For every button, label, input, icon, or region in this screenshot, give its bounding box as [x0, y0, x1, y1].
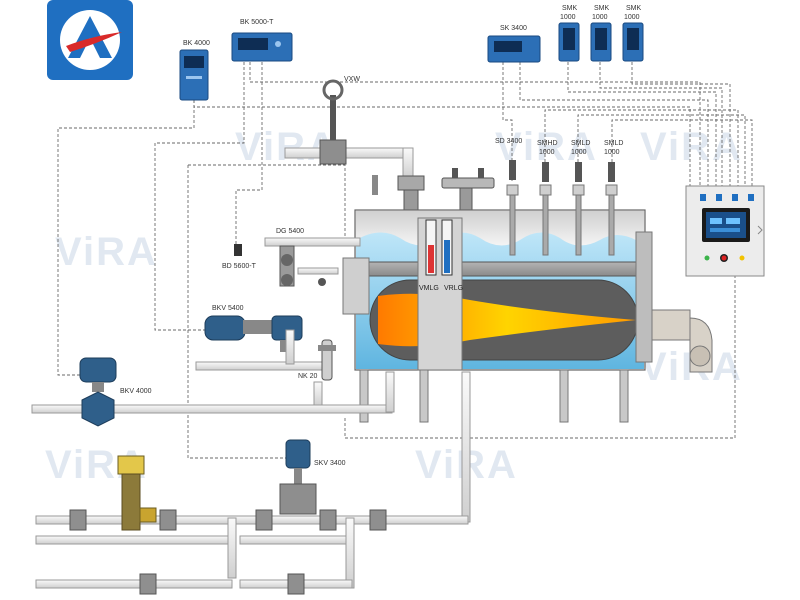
feed-pump-unit [117, 455, 157, 531]
level-gauges: VMLG VRLG [419, 219, 463, 292]
sk3400-label: SK 3400 [500, 25, 527, 32]
bkv4000-valve: BKV 4000 [79, 357, 152, 427]
bkv4000-label: BKV 4000 [120, 388, 152, 395]
bk5000t-controller: BK 5000-T [231, 19, 293, 62]
smk-controller-2: SMK 1000 [590, 5, 612, 62]
smld-label-2: SMLD [604, 140, 623, 147]
smk-label: SMK [594, 5, 610, 12]
boiler-legs [359, 369, 629, 423]
watermark: ViRA [55, 230, 158, 274]
dg5400-assembly: DG 5400 BD 5600-T [222, 228, 361, 287]
bk4000-controller: BK 4000 [179, 40, 210, 101]
smhd-number: 1000 [539, 149, 555, 156]
steam-outlet-pipe: VXW [284, 76, 414, 179]
rear-chamber [417, 217, 463, 371]
smk-label: SMK [626, 5, 642, 12]
bk5000t-label: BK 5000-T [240, 19, 274, 26]
bk4000-label: BK 4000 [183, 40, 210, 47]
panel-screen [706, 212, 746, 238]
vrlg-label: VRLG [444, 285, 463, 292]
vxw-label: VXW [344, 76, 360, 83]
smld-label-1: SMLD [571, 140, 590, 147]
watermark: ViRA [235, 125, 338, 169]
smk-controller-1: SMK 1000 [558, 5, 580, 62]
skv3400-label: SKV 3400 [314, 460, 346, 467]
burner-assembly [651, 309, 713, 373]
yellow-indicator-icon [739, 255, 745, 261]
smk-controllers: SMK 1000 SMK 1000 SMK 1000 [558, 5, 644, 62]
smld-number-1: 1000 [571, 149, 587, 156]
bkv5400-valve: BKV 5400 [195, 305, 327, 371]
smk-label: SMK [562, 5, 578, 12]
sd3400-label: SD 3400 [495, 138, 522, 145]
smk-number: 1000 [624, 14, 640, 21]
bd5600t-label: BD 5600-T [222, 263, 257, 270]
smk-number: 1000 [592, 14, 608, 21]
boiler-top-fittings [372, 168, 495, 211]
control-panel [685, 185, 765, 277]
signal-wires [57, 62, 753, 459]
sk3400-controller: SK 3400 [487, 25, 541, 63]
isolation-valves [69, 509, 387, 595]
nk20-label: NK 20 [298, 373, 318, 380]
smoke-tubes-upper [367, 261, 639, 277]
company-logo [47, 0, 133, 80]
skv3400-valve: SKV 3400 [279, 439, 346, 515]
smld-number-2: 1000 [604, 149, 620, 156]
green-indicator-icon [704, 255, 710, 261]
smk-controller-3: SMK 1000 [622, 5, 644, 62]
watermark: ViRA [640, 125, 743, 169]
bkv5400-label: BKV 5400 [212, 305, 244, 312]
boiler-body [342, 209, 653, 371]
dg5400-label: DG 5400 [276, 228, 304, 235]
probes: SD 3400 SMHD 1000 SMLD 1000 SMLD 1000 [495, 138, 623, 256]
vmlg-label: VMLG [419, 285, 439, 292]
smk-number: 1000 [560, 14, 576, 21]
nk20-trap: NK 20 [298, 339, 336, 407]
panel-indicator-row-top [700, 194, 754, 201]
smhd-label: SMHD [537, 140, 558, 147]
